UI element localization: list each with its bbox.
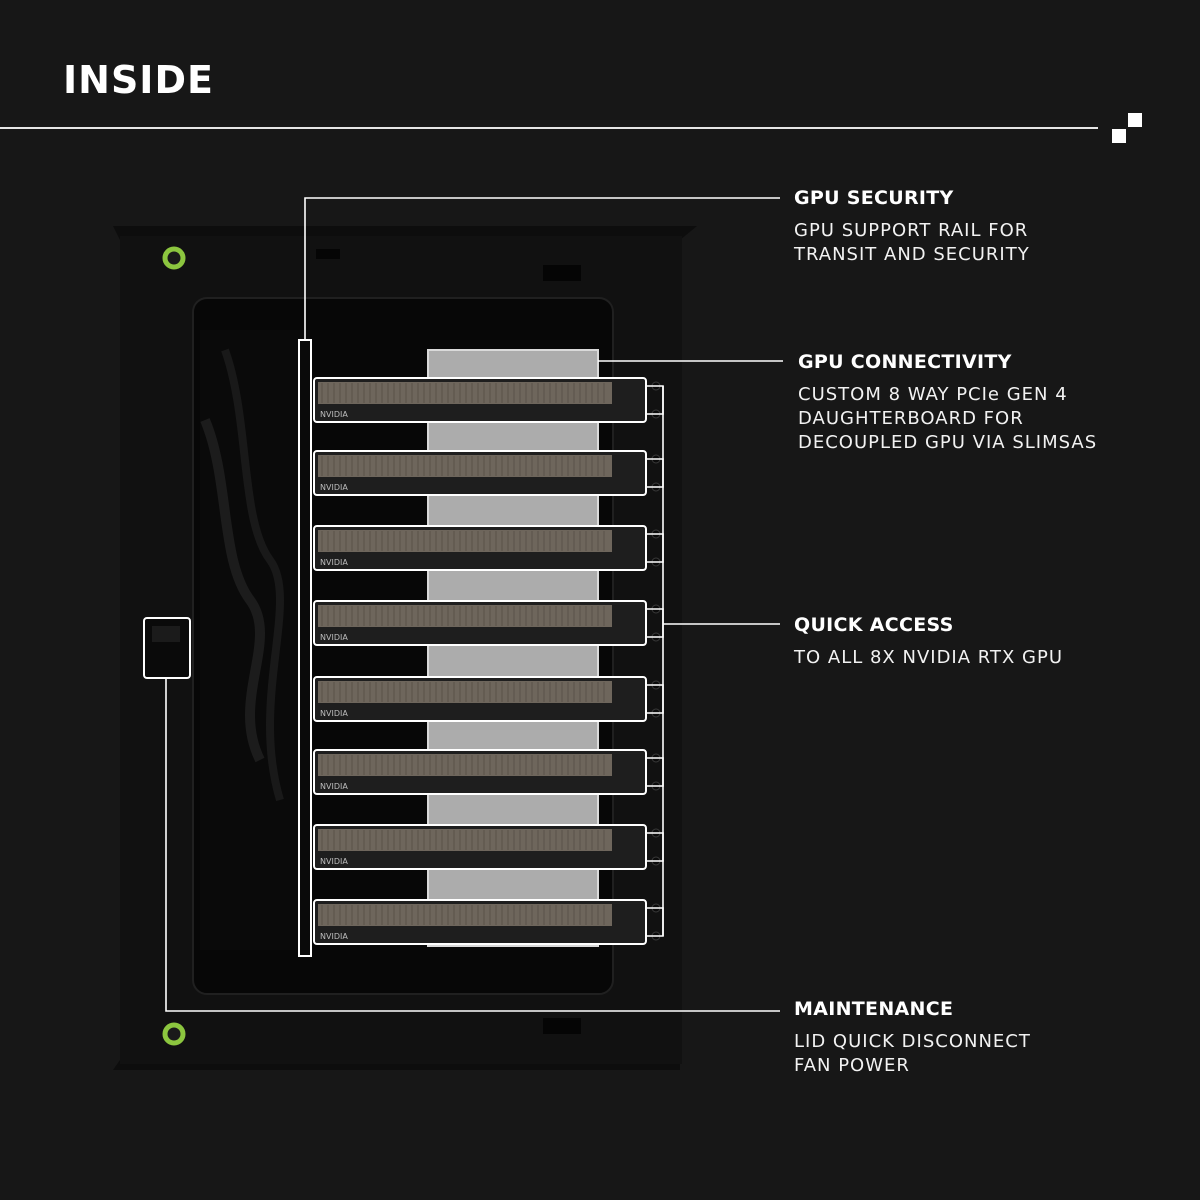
callout-description: LID QUICK DISCONNECT FAN POWER [794,1031,1031,1076]
title-divider [0,127,1098,129]
brand-logo-icon [1112,113,1142,143]
gpu-card: NVIDIA [313,676,647,722]
mounting-screw-icon [162,246,186,1046]
callout-description: TO ALL 8X NVIDIA RTX GPU [794,647,1063,668]
callout-quick-access: QUICK ACCESS TO ALL 8X NVIDIA RTX GPU [794,612,1063,670]
gpu-card-stack: NVIDIA NVIDIA NVIDIA NVIDIA NVIDIA NVIDIA NVID… [313,377,647,945]
connector-brackets [646,381,664,941]
gpu-brand-label: NVIDIA [320,410,348,419]
leader-maintenance [165,678,780,1012]
leader-lines [165,197,783,1012]
leader-gpu-security [304,197,780,340]
gpu-card: NVIDIA [313,525,647,571]
callout-description: CUSTOM 8 WAY PCIe GEN 4 DAUGHTERBOARD FO… [798,384,1098,453]
callout-gpu-connectivity: GPU CONNECTIVITY CUSTOM 8 WAY PCIe GEN 4… [798,349,1097,455]
gpu-brand-label: NVIDIA [320,483,348,492]
gpu-brand-label: NVIDIA [320,558,348,567]
gpu-brand-label: NVIDIA [320,857,348,866]
gpu-card: NVIDIA [313,450,647,496]
gpu-card: NVIDIA [313,749,647,795]
callout-heading: QUICK ACCESS [794,614,954,636]
callout-gpu-security: GPU SECURITY GPU SUPPORT RAIL FOR TRANSI… [794,185,1030,267]
gpu-brand-label: NVIDIA [320,932,348,941]
gpu-brand-label: NVIDIA [320,709,348,718]
callout-heading: GPU SECURITY [794,187,954,209]
gpu-brand-label: NVIDIA [320,782,348,791]
gpu-brand-label: NVIDIA [320,633,348,642]
gpu-support-rail [298,339,312,957]
gpu-card: NVIDIA [313,377,647,423]
gpu-card: NVIDIA [313,600,647,646]
callout-maintenance: MAINTENANCE LID QUICK DISCONNECT FAN POW… [794,996,1031,1078]
callout-heading: MAINTENANCE [794,998,954,1020]
gpu-card: NVIDIA [313,824,647,870]
callout-description: GPU SUPPORT RAIL FOR TRANSIT AND SECURIT… [794,220,1030,265]
callout-heading: GPU CONNECTIVITY [798,351,1012,373]
gpu-card: NVIDIA [313,899,647,945]
page-title: INSIDE [63,58,214,102]
